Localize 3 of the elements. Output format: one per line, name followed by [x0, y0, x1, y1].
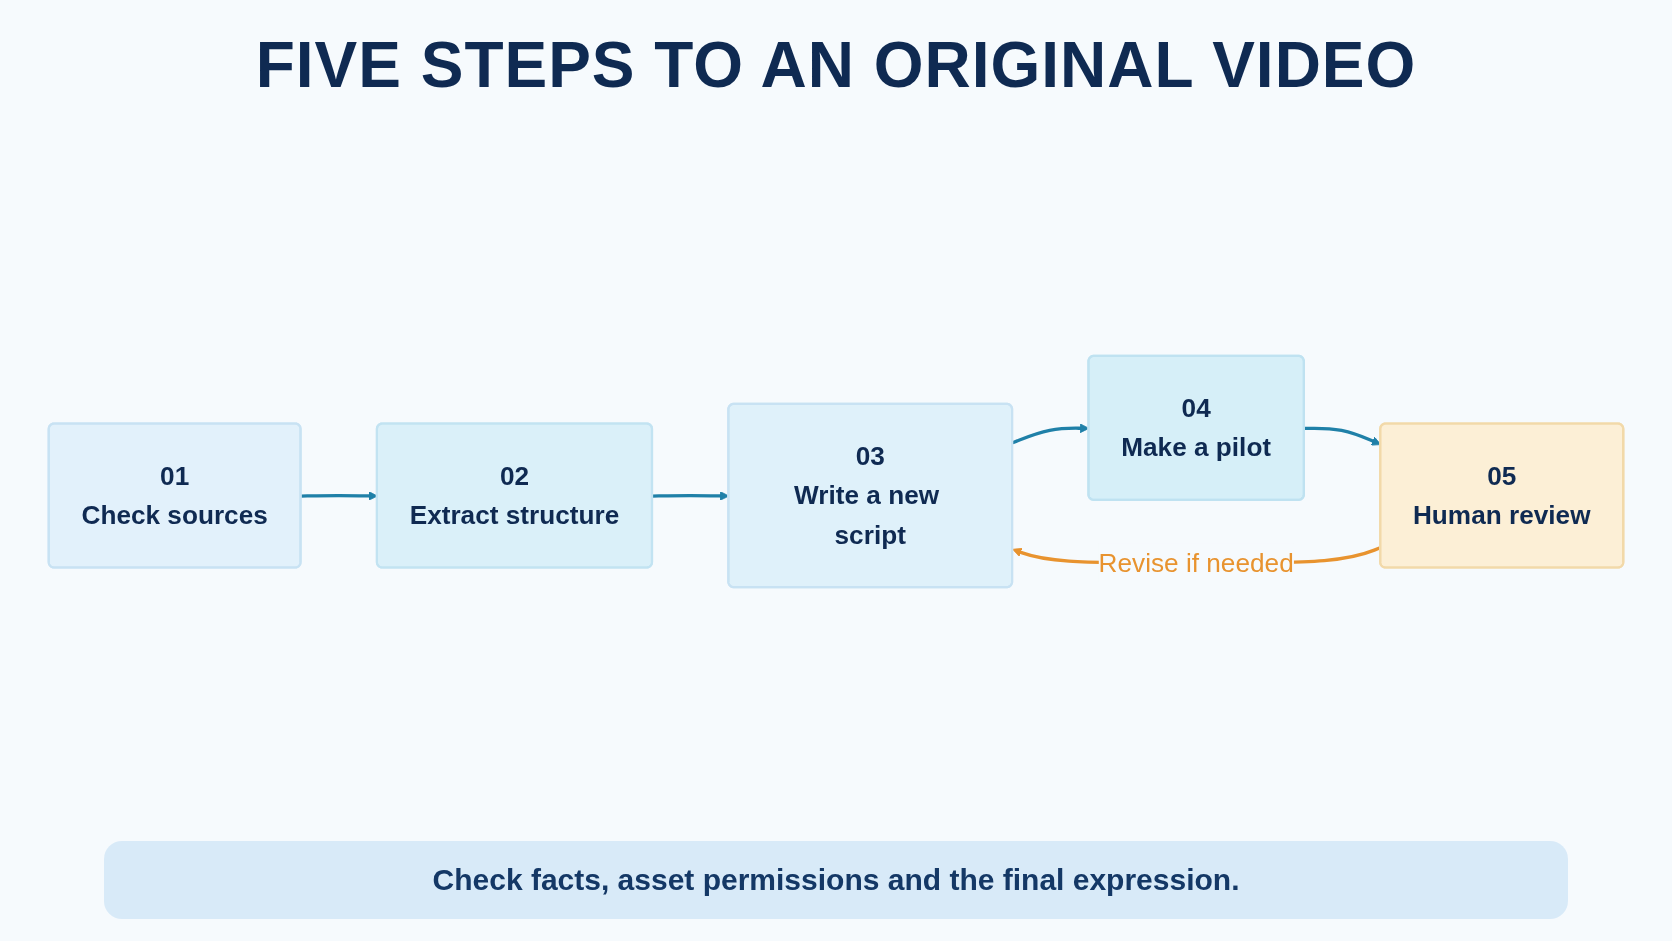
footer-note: Check facts, asset permissions and the final expression. [103, 841, 1569, 919]
edge-label: Revise if needed [1098, 547, 1294, 578]
title: FIVE STEPS TO AN ORIGINAL VIDEO [255, 28, 1417, 102]
